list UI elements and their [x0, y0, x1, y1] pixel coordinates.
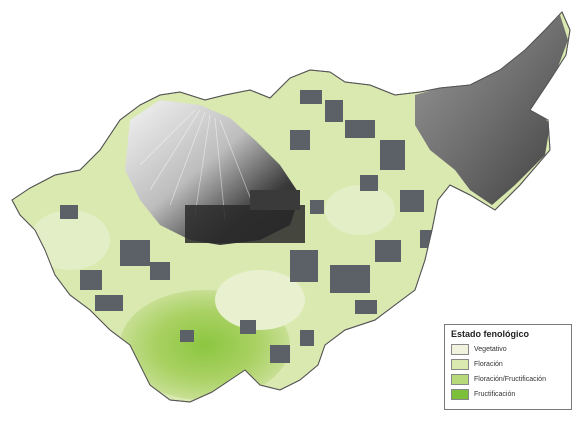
legend-title: Estado fenológico: [451, 329, 530, 339]
legend-item-floracion-fructificacion: Floración/Fructificación: [451, 372, 566, 387]
legend-item-fructificacion: Fructificación: [451, 387, 566, 402]
legend-label: Fructificación: [474, 391, 516, 398]
legend-label: Floración/Fructificación: [474, 376, 546, 383]
legend-swatch: [451, 389, 469, 400]
east-relief: [415, 15, 568, 205]
legend-item-vegetativo: Vegetativo: [451, 342, 566, 357]
legend-swatch: [451, 359, 469, 370]
legend-item-floracion: Floración: [451, 357, 566, 372]
legend-label: Floración: [474, 361, 503, 368]
no-data-blocks: [60, 90, 432, 363]
legend-label: Vegetativo: [474, 346, 507, 353]
legend-swatch: [451, 344, 469, 355]
map-legend: Estado fenológico Vegetativo Floración F…: [444, 324, 572, 410]
legend-swatch: [451, 374, 469, 385]
